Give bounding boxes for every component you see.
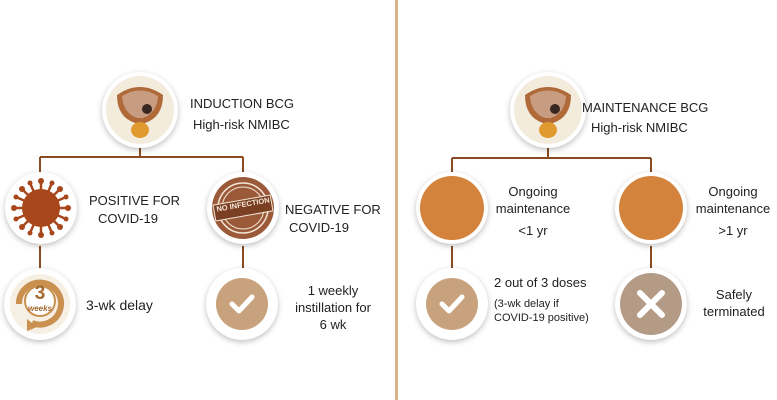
check-icon bbox=[206, 268, 278, 340]
weekly-line3: 6 wk bbox=[319, 317, 347, 332]
under-line2: maintenance bbox=[495, 201, 571, 216]
virus-icon bbox=[5, 172, 77, 244]
terminated-line1: Safely bbox=[715, 287, 753, 302]
over-1yr-label: Ongoing maintenance >1 yr bbox=[690, 183, 776, 239]
over-line1: Ongoing bbox=[708, 184, 758, 199]
doses-note-line2: COVID-19 positive) bbox=[494, 312, 589, 324]
bladder-icon bbox=[510, 72, 586, 148]
delay-label: 3-wk delay bbox=[86, 297, 153, 313]
panel-divider bbox=[395, 0, 398, 400]
terminated-label: Safely terminated bbox=[693, 286, 775, 320]
doses-label: 2 out of 3 doses bbox=[494, 275, 587, 290]
maintenance-title: MAINTENANCE BCG bbox=[582, 100, 709, 115]
terminated-line2: terminated bbox=[703, 304, 765, 319]
positive-label-line1: POSITIVE FOR bbox=[89, 193, 181, 208]
weekly-instillation-label: 1 weekly instillation for 6 wk bbox=[278, 282, 388, 333]
maintenance-subtitle: High-risk NMIBC bbox=[591, 120, 688, 135]
no-infection-stamp-icon: NO INFECTION bbox=[207, 172, 279, 244]
over-line2: maintenance bbox=[695, 201, 771, 216]
badge-word: weeks bbox=[27, 304, 53, 313]
ongoing-maintenance-over-1yr-circle bbox=[615, 172, 687, 244]
weekly-line1: 1 weekly bbox=[307, 283, 359, 298]
over-line3: >1 yr bbox=[718, 223, 748, 238]
under-line1: Ongoing bbox=[508, 184, 558, 199]
weekly-line2: instillation for bbox=[295, 300, 371, 315]
bladder-icon bbox=[102, 72, 178, 148]
negative-label-line2: COVID-19 bbox=[289, 220, 349, 235]
positive-label-line2: COVID-19 bbox=[98, 211, 158, 226]
induction-title: INDUCTION BCG bbox=[190, 96, 294, 111]
doses-note-line1: (3-wk delay if bbox=[494, 298, 559, 310]
badge-number: 3 bbox=[34, 283, 46, 304]
three-weeks-calendar-icon: 3 weeks bbox=[4, 268, 76, 340]
under-1yr-label: Ongoing maintenance <1 yr bbox=[488, 183, 578, 239]
under-line3: <1 yr bbox=[518, 223, 548, 238]
check-icon bbox=[416, 268, 488, 340]
negative-label-line1: NEGATIVE FOR bbox=[285, 202, 381, 217]
x-icon bbox=[615, 268, 687, 340]
ongoing-maintenance-under-1yr-circle bbox=[416, 172, 488, 244]
induction-subtitle: High-risk NMIBC bbox=[193, 117, 290, 132]
